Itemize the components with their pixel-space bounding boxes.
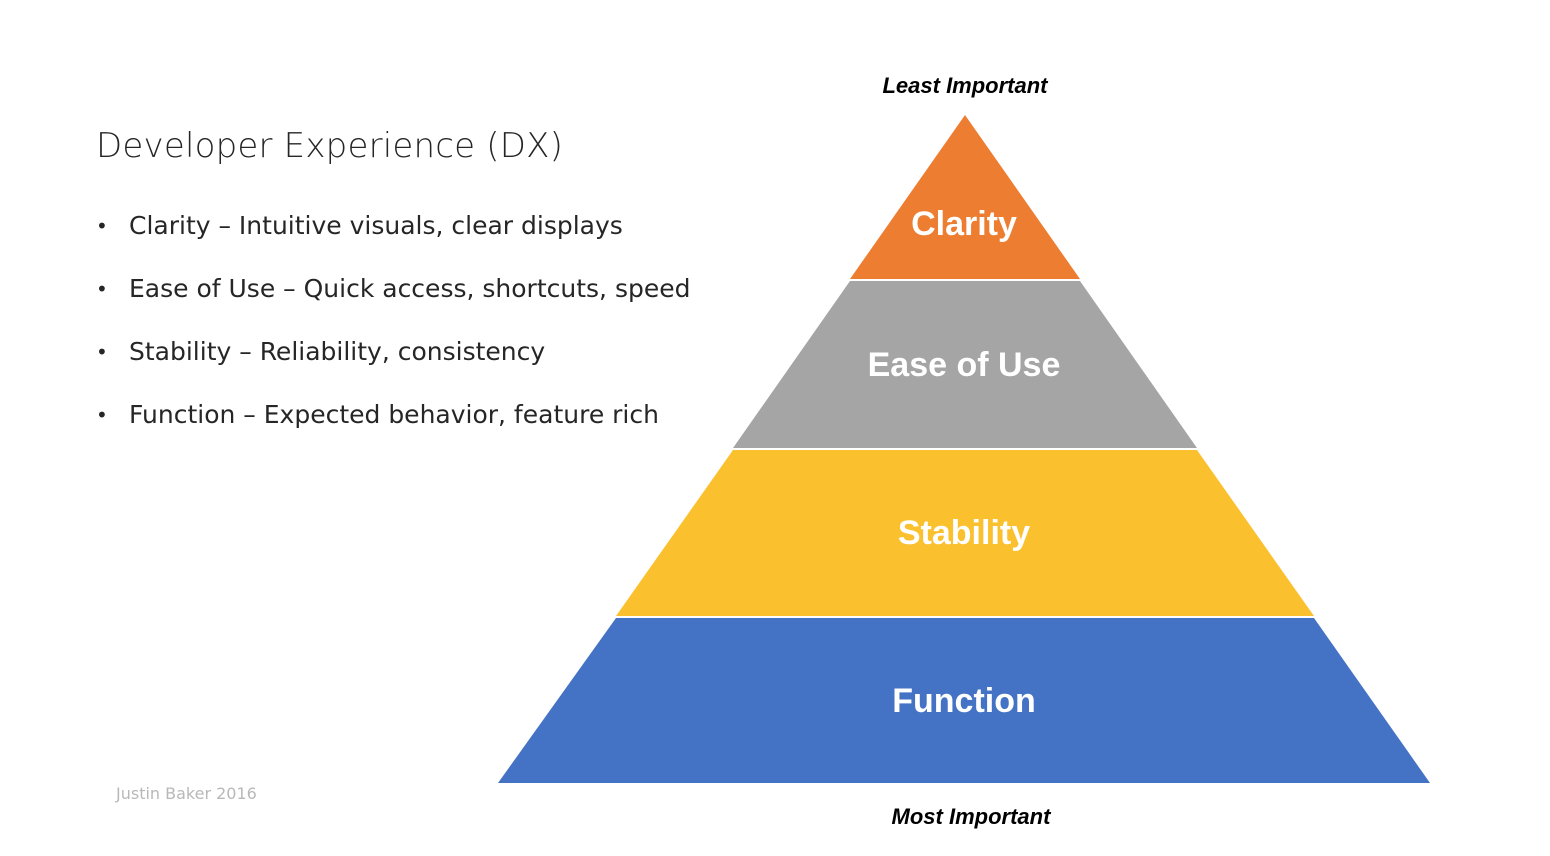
pyramid-tier-ease-of-use [733,281,1197,448]
bullet-list: • Clarity – Intuitive visuals, clear dis… [96,206,690,458]
bullet-item-function: • Function – Expected behavior, feature … [96,395,690,458]
bullet-dot-icon: • [96,214,108,238]
pyramid-tier-stability [616,450,1314,616]
bullet-text: Clarity – Intuitive visuals, clear displ… [129,211,623,240]
bullet-text: Ease of Use – Quick access, shortcuts, s… [129,274,691,303]
pyramid-tier-label: Ease of Use [868,346,1061,384]
pyramid-tier-label: Function [892,682,1036,720]
pyramid-bottom-label: Most Important [892,804,1053,829]
pyramid-top-label: Least Important [882,73,1049,98]
pyramid-tier-label: Clarity [911,205,1017,243]
pyramid-tier-function [498,618,1430,783]
pyramid-tier-clarity [850,115,1080,279]
bullet-text: Function – Expected behavior, feature ri… [129,400,659,429]
slide-title: Developer Experience (DX) [96,126,564,166]
pyramid-tier-label: Stability [898,514,1030,552]
bullet-item-stability: • Stability – Reliability, consistency [96,332,690,395]
bullet-dot-icon: • [96,340,108,364]
author-credit: Justin Baker 2016 [116,784,257,803]
bullet-text: Stability – Reliability, consistency [129,337,546,366]
bullet-dot-icon: • [96,403,108,427]
bullet-dot-icon: • [96,277,108,301]
bullet-item-ease-of-use: • Ease of Use – Quick access, shortcuts,… [96,269,690,332]
bullet-item-clarity: • Clarity – Intuitive visuals, clear dis… [96,206,690,269]
